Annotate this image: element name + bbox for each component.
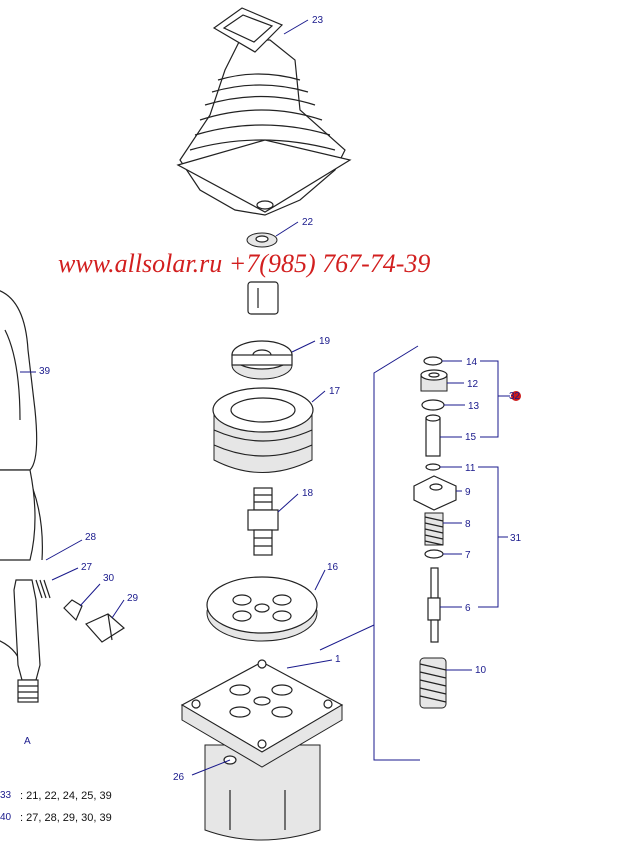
callout-labels: 23 22 19 17 18 16 1 26 39 28 27 30 29 14…: [24, 15, 522, 783]
callout-28: 28: [85, 532, 97, 543]
grip-tube-view-a: [13, 579, 41, 703]
cam-plate-part-19: [231, 340, 293, 380]
seal-housing-part-17: [212, 387, 314, 473]
watermark-text: www.allsolar.ru +7(985) 767-74-39: [58, 249, 430, 278]
callout-9: 9: [465, 487, 471, 498]
plate-part-16: [206, 576, 318, 642]
highlight-dot-32: [511, 391, 521, 401]
legend-parts-40: : 27, 28, 29, 30, 39: [20, 812, 112, 824]
callout-1: 1: [335, 654, 341, 665]
threaded-stud-part-18: [247, 487, 279, 556]
legend-kit-40: 40: [0, 812, 12, 823]
washer-part-11: [425, 463, 441, 471]
callout-18: 18: [302, 488, 314, 499]
callout-22: 22: [302, 217, 314, 228]
callout-23: 23: [312, 15, 324, 26]
o-ring-part-14: [423, 356, 443, 366]
callout-39: 39: [39, 366, 51, 377]
legend-kit-33: 33: [0, 790, 12, 801]
kit-legend: 33 : 21, 22, 24, 25, 39 40 : 27, 28, 29,…: [0, 790, 112, 824]
callout-6: 6: [465, 603, 471, 614]
washer-part-7: [424, 549, 444, 559]
connector-part-30: [63, 599, 83, 622]
callout-14: 14: [466, 357, 478, 368]
callout-8: 8: [465, 519, 471, 530]
callout-26: 26: [173, 772, 185, 783]
o-ring-part-13: [421, 399, 445, 411]
wire-harness-part-27: [35, 579, 51, 599]
view-label-a: A: [24, 736, 31, 747]
callout-31: 31: [510, 533, 522, 544]
callout-32: 32: [509, 391, 521, 402]
valve-body-part-1: [180, 659, 344, 841]
spool-part-6: [427, 567, 441, 643]
ring-part-22: [246, 232, 278, 248]
leader-lines: [20, 19, 510, 776]
joystick-handle-part-39: [0, 290, 43, 671]
callout-11: 11: [465, 463, 476, 474]
lever-shaft: [247, 281, 279, 315]
plug-part-29: [85, 613, 125, 643]
retainer-part-9: [413, 475, 457, 511]
callout-19: 19: [319, 336, 331, 347]
legend-parts-33: : 21, 22, 24, 25, 39: [20, 790, 112, 802]
spring-part-8: [424, 512, 444, 546]
callout-12: 12: [467, 379, 479, 390]
rubber-boot-part-23: [176, 7, 352, 216]
callout-15: 15: [465, 432, 477, 443]
callout-10: 10: [475, 665, 487, 676]
callout-29: 29: [127, 593, 139, 604]
callout-16: 16: [327, 562, 339, 573]
callout-17: 17: [329, 386, 341, 397]
callout-27: 27: [81, 562, 93, 573]
callout-13: 13: [468, 401, 480, 412]
push-rod-part-15: [425, 414, 441, 457]
callout-7: 7: [465, 550, 471, 561]
return-spring-part-10: [419, 657, 447, 709]
bushing-part-12: [420, 369, 448, 392]
callout-30: 30: [103, 573, 115, 584]
